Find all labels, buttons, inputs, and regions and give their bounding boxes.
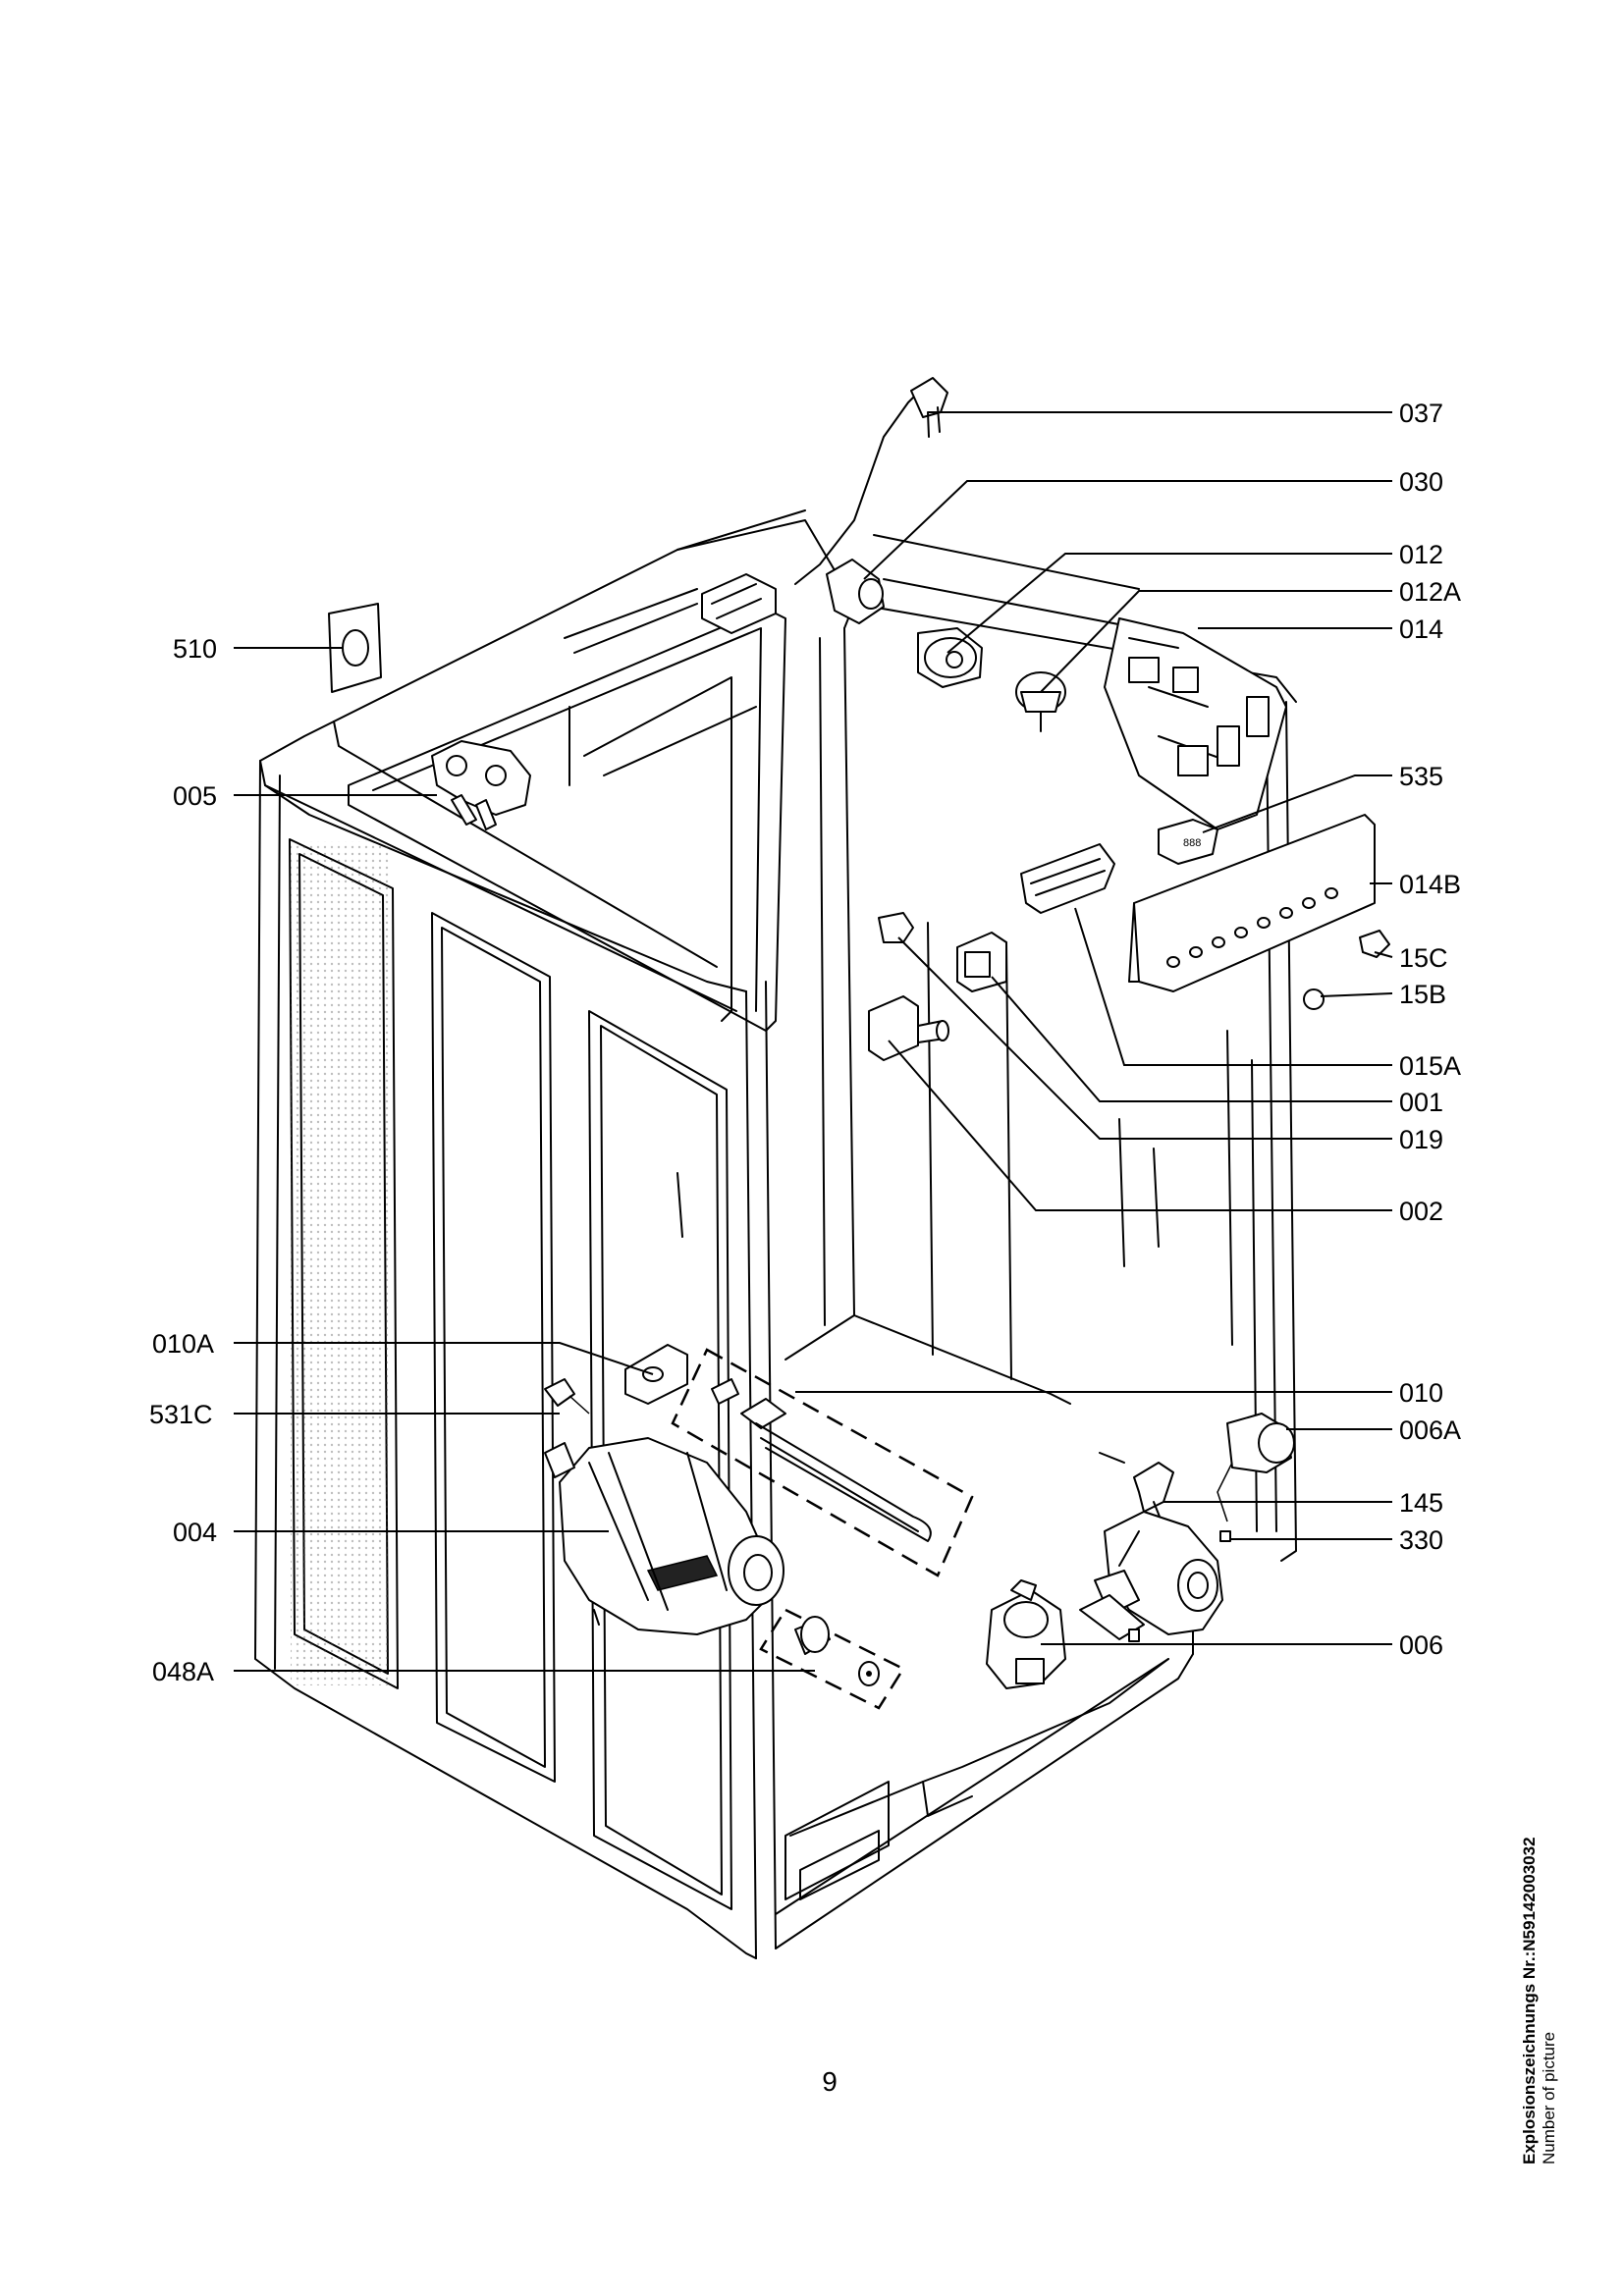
part-048a-carbon-brushes: [759, 1608, 905, 1710]
part-010a-clamp: [624, 1344, 688, 1405]
svg-text:888: 888: [1183, 837, 1201, 849]
callout-15c: 15C: [1399, 943, 1448, 973]
leader-lines: [234, 411, 1393, 1672]
part-019-indicator: [878, 912, 914, 943]
part-535-display: 888: [1158, 819, 1218, 865]
callout-012: 012: [1399, 540, 1443, 569]
callout-145: 145: [1399, 1488, 1443, 1518]
callout-labels: 037 030 012 012A 014 510 005 535 014B 15…: [149, 399, 1461, 1686]
part-15c-knob: [1359, 930, 1390, 958]
leader-012: [947, 553, 1392, 654]
callout-010a: 010A: [152, 1329, 214, 1359]
leader-010a: [234, 1342, 654, 1375]
part-006-drain-pump: [986, 1579, 1066, 1689]
part-002-switch: [868, 995, 949, 1061]
part-510-label-plate: [328, 603, 382, 693]
callout-037: 037: [1399, 399, 1443, 428]
part-015a-led-board: [1020, 843, 1115, 914]
part-001-door-lock: [956, 932, 1007, 992]
callout-001: 001: [1399, 1088, 1443, 1117]
part-006a-pump-filter: [1217, 1413, 1295, 1522]
callout-014: 014: [1399, 614, 1443, 644]
part-006-small-cap: [1128, 1629, 1140, 1642]
page-number: 9: [822, 2066, 838, 2097]
part-030-capacitor: [826, 559, 885, 624]
part-014-control-board: [1104, 617, 1287, 830]
part-terminal-block: [701, 573, 777, 634]
drawing-number: Explosionszeichnungs Nr.:N59142003032: [1520, 1837, 1539, 2164]
callout-005: 005: [173, 781, 217, 811]
leader-15b: [1320, 992, 1393, 997]
callout-002: 002: [1399, 1197, 1443, 1226]
leader-012a: [1040, 590, 1392, 693]
callout-006a: 006A: [1399, 1415, 1461, 1445]
callout-030: 030: [1399, 467, 1443, 497]
part-531c-bolt: [544, 1378, 590, 1415]
callout-010: 010: [1399, 1378, 1443, 1408]
callout-019: 019: [1399, 1125, 1443, 1154]
callout-014b: 014B: [1399, 870, 1461, 899]
part-012a-pressure-switch: [1015, 671, 1066, 732]
leader-030: [863, 480, 1392, 580]
part-004-motor: [544, 1437, 784, 1635]
leader-15c: [1374, 951, 1393, 958]
callout-015a: 015A: [1399, 1051, 1461, 1081]
callout-15b: 15B: [1399, 980, 1446, 1009]
callout-535: 535: [1399, 762, 1443, 791]
callout-006: 006: [1399, 1630, 1443, 1660]
part-037-mains-plug: [794, 377, 948, 585]
leader-001: [991, 976, 1392, 1102]
drawing-number-caption: Explosionszeichnungs Nr.:N59142003032 Nu…: [1520, 1654, 1559, 2164]
callout-012a: 012A: [1399, 577, 1461, 607]
part-005-inlet-valve: [431, 740, 531, 830]
part-sump-housing: [1079, 1511, 1223, 1640]
callout-510: 510: [173, 634, 217, 664]
cabinet-frame: [254, 509, 1297, 1959]
callout-048a: 048A: [152, 1657, 214, 1686]
leader-535: [1202, 774, 1392, 833]
leader-015a: [1074, 907, 1392, 1066]
part-15b-knob: [1303, 988, 1325, 1010]
callout-004: 004: [173, 1518, 217, 1547]
leader-019: [897, 936, 1392, 1140]
part-010-heating-element: [671, 1348, 974, 1577]
leader-002: [888, 1040, 1392, 1211]
drawing-number-subtitle: Number of picture: [1540, 2031, 1558, 2164]
callout-531c: 531C: [149, 1400, 213, 1429]
callout-330: 330: [1399, 1525, 1443, 1555]
panel-button-holes: [1166, 887, 1338, 968]
part-012-program-timer: [917, 627, 983, 688]
part-330-small-clamp: [1219, 1530, 1231, 1542]
part-014b-control-panel: [1128, 814, 1376, 992]
